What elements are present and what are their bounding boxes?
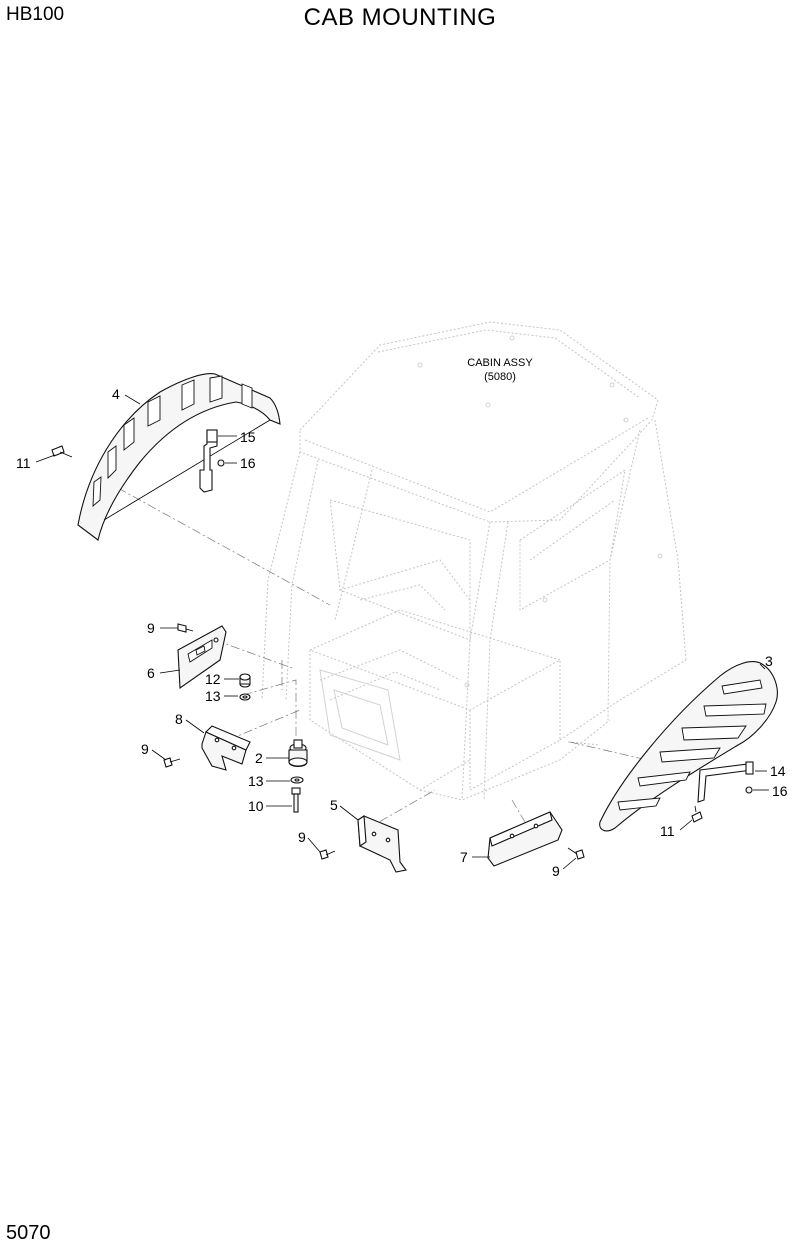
left-front-bracket-part bbox=[177, 625, 227, 690]
callout-9-left: 9 bbox=[141, 741, 149, 757]
callout-3: 3 bbox=[765, 653, 773, 669]
right-bolt-11-part bbox=[691, 805, 703, 823]
callout-16-left: 16 bbox=[240, 455, 256, 471]
page-title: CAB MOUNTING bbox=[303, 4, 497, 31]
page-number: 5070 bbox=[6, 1222, 51, 1244]
bolt-9-right-part bbox=[567, 847, 585, 860]
washer-13-lower-part bbox=[290, 776, 304, 784]
cabin-assy-reference: (5080) bbox=[484, 371, 516, 383]
rubber-mount-2-part bbox=[288, 739, 308, 768]
callout-7: 7 bbox=[460, 849, 468, 865]
cabin-assembly-outline bbox=[261, 321, 687, 801]
callout-16-right: 16 bbox=[772, 783, 788, 799]
callout-2: 2 bbox=[255, 750, 263, 766]
right-fender-part bbox=[599, 661, 778, 832]
callout-13-upper: 13 bbox=[205, 688, 221, 704]
callout-leaders bbox=[35, 394, 769, 870]
bolt-9-left-part bbox=[163, 757, 181, 768]
callout-9-right: 9 bbox=[552, 863, 560, 879]
callout-10: 10 bbox=[248, 798, 264, 814]
callout-9-upper: 9 bbox=[147, 620, 155, 636]
rubber-mount-12-part bbox=[239, 673, 251, 688]
callout-6: 6 bbox=[147, 665, 155, 681]
washer-13-upper-part bbox=[239, 693, 251, 701]
right-fender-bracket-part bbox=[697, 761, 754, 803]
callout-11-left: 11 bbox=[16, 455, 31, 471]
callout-5: 5 bbox=[330, 797, 338, 813]
callout-9-center: 9 bbox=[298, 829, 306, 845]
callout-14: 14 bbox=[770, 763, 786, 779]
left-fender-bracket-part bbox=[199, 429, 225, 493]
callout-8: 8 bbox=[175, 711, 183, 727]
left-bolt-part bbox=[51, 445, 73, 458]
model-code: HB100 bbox=[6, 4, 65, 25]
center-lower-bracket-part bbox=[357, 815, 407, 873]
bolt-10-part bbox=[291, 787, 301, 813]
callout-12: 12 bbox=[205, 671, 221, 687]
right-lower-bracket-part bbox=[487, 811, 563, 867]
bolt-9-center-part bbox=[319, 849, 336, 860]
right-nut-16-part bbox=[745, 786, 753, 794]
callout-11-right: 11 bbox=[660, 823, 675, 839]
bolt-9-upper-part bbox=[177, 623, 194, 633]
callout-13-lower: 13 bbox=[248, 773, 264, 789]
callout-4: 4 bbox=[112, 386, 120, 402]
cabin-assy-label: CABIN ASSY bbox=[467, 357, 533, 369]
left-rear-bracket-part bbox=[201, 725, 251, 771]
left-fender-part bbox=[77, 373, 281, 541]
callout-15: 15 bbox=[240, 429, 256, 445]
